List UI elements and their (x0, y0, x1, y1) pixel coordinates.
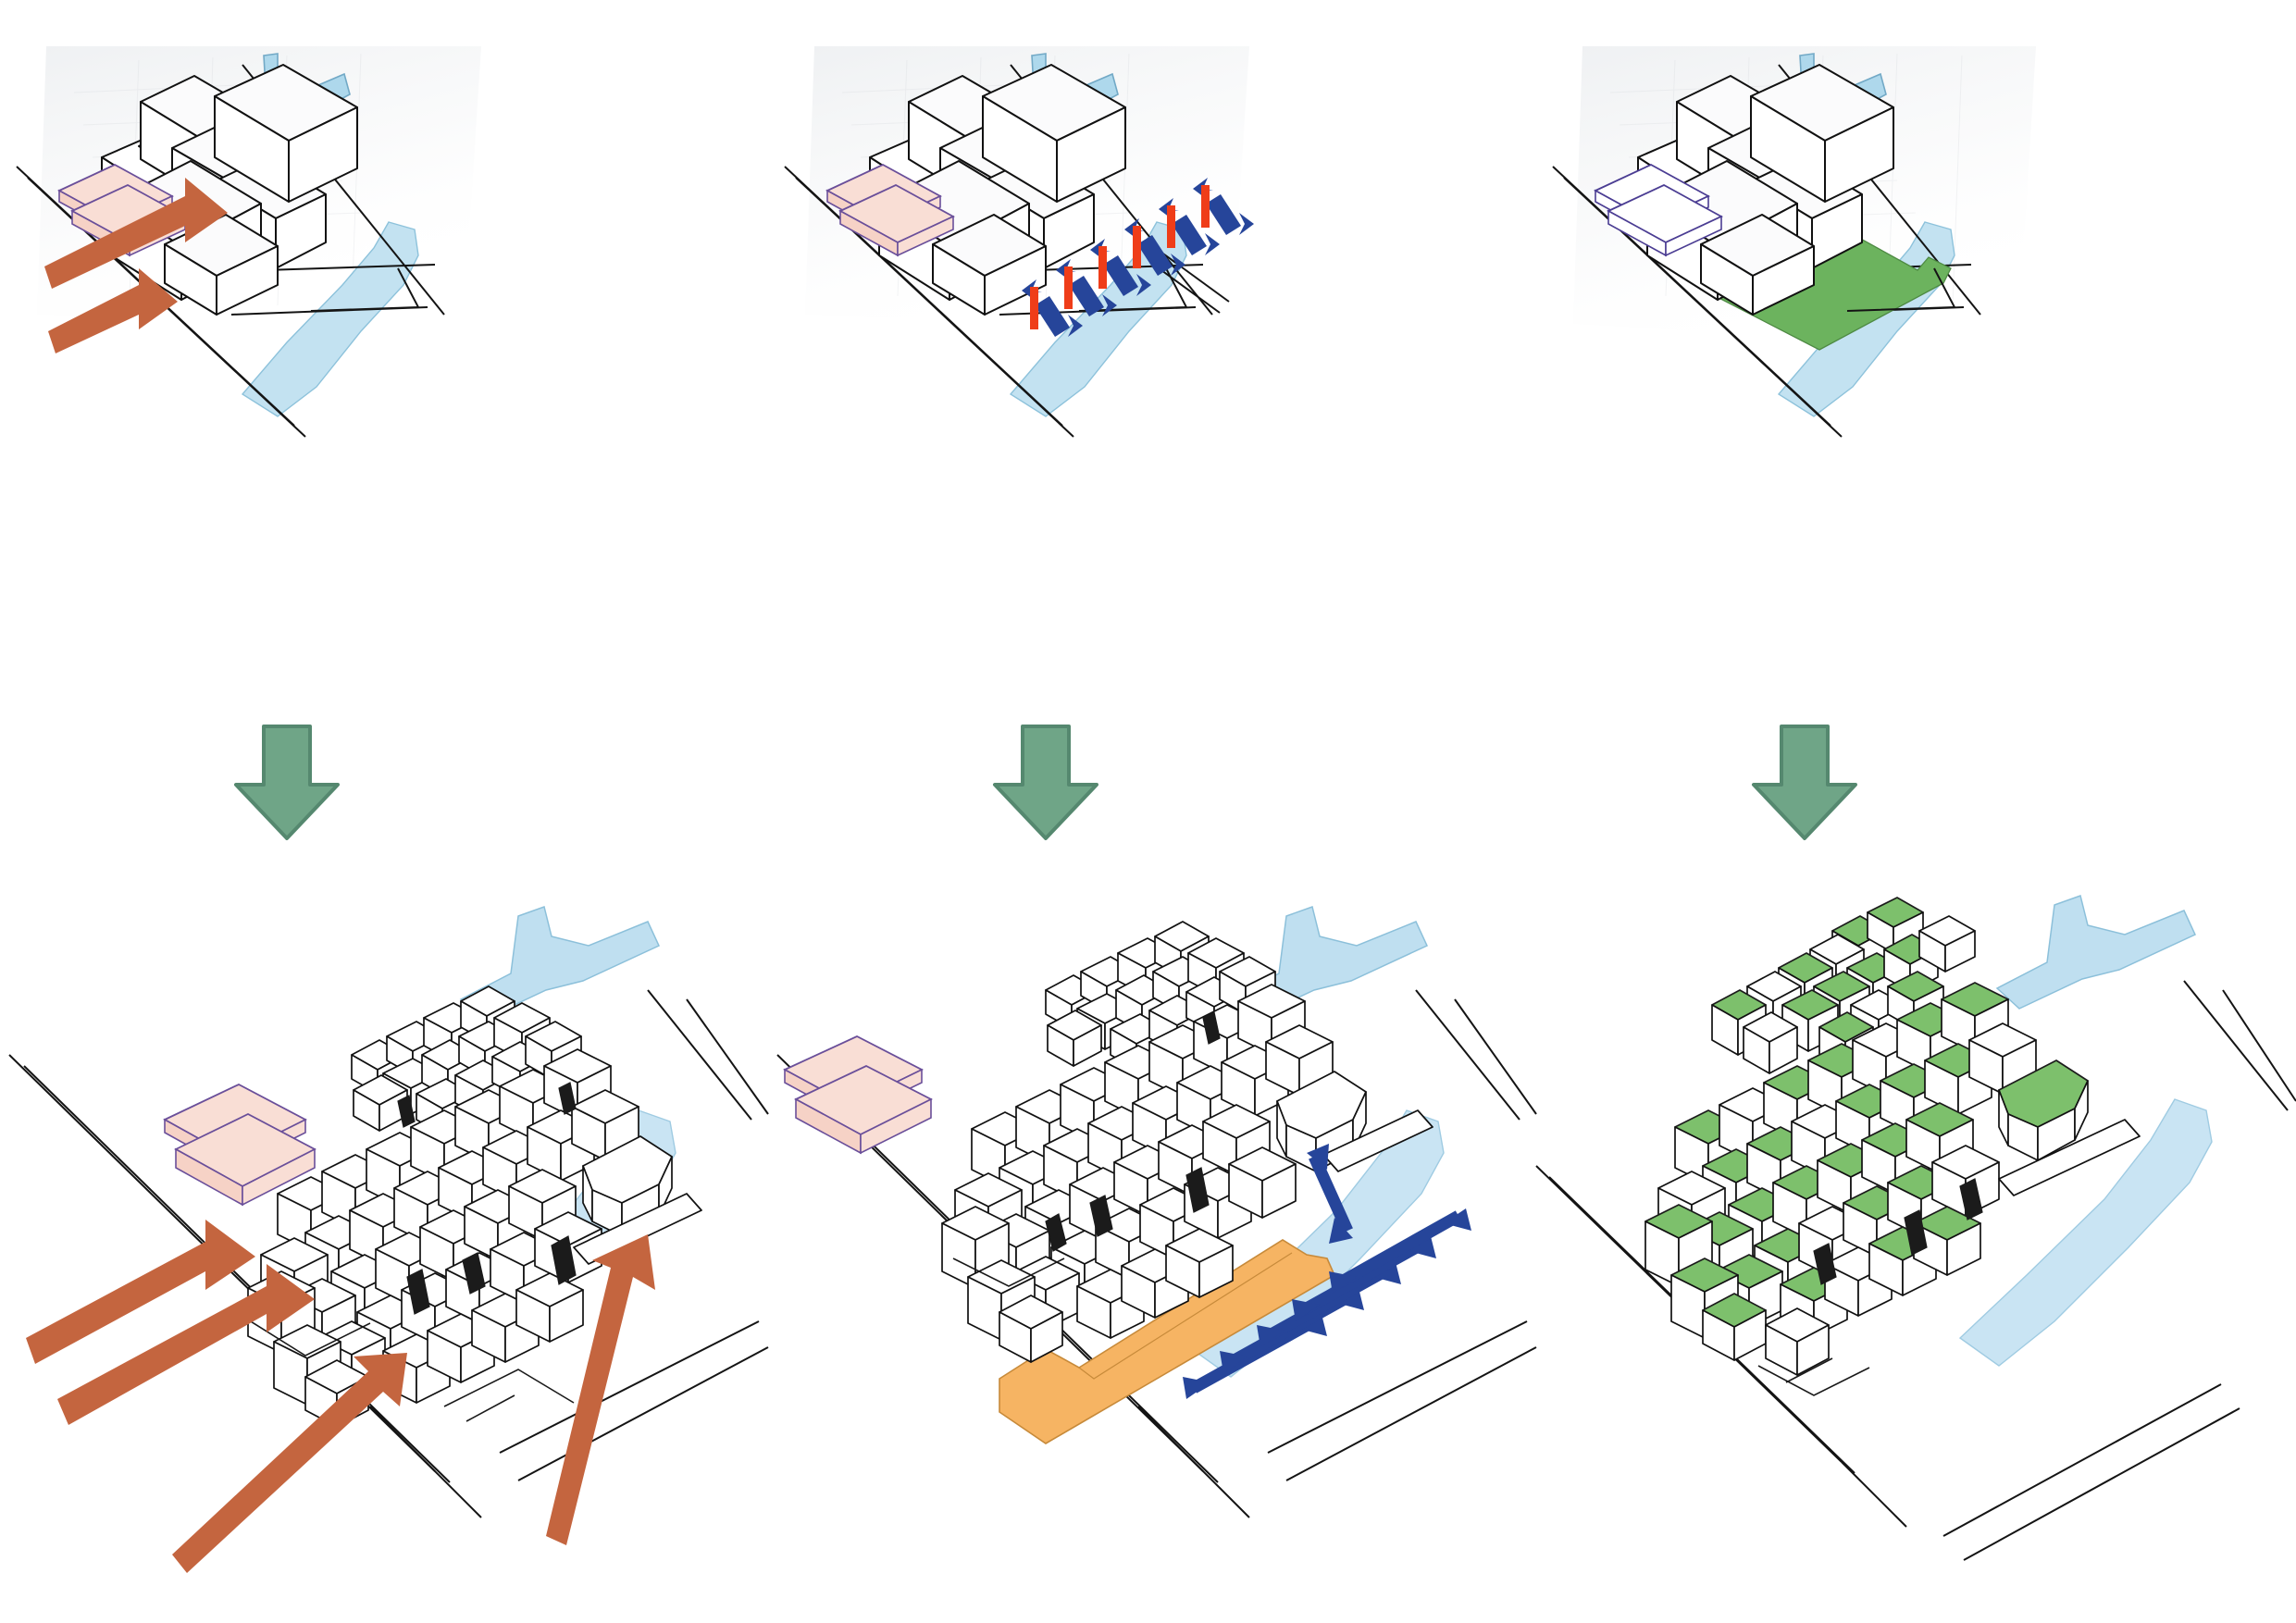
river-connection-arrows (1183, 1144, 1471, 1399)
barrier-marker (1022, 279, 1083, 337)
connection-arrow (1329, 1208, 1471, 1294)
connection-arrow (1307, 1144, 1353, 1244)
panel-top-right-green-edge (1536, 37, 2296, 500)
panel-bot-right-green-roofscape (1535, 888, 2296, 1619)
river-edge-barrier-markers (1022, 178, 1254, 337)
heritage-buildings-outline (1594, 163, 1723, 257)
connection-arrow (1292, 1236, 1436, 1321)
transition-arrow-column-2 (981, 722, 1111, 842)
barrier-marker (1090, 239, 1151, 296)
riverside-promenade (999, 1239, 1336, 1444)
heritage-buildings-pink (163, 1083, 316, 1207)
panel-top-mid-waterfront-barrier (768, 37, 1536, 500)
river-shape (1958, 895, 2213, 1367)
panel-bot-left-fine-grain-access (0, 888, 769, 1619)
transition-arrow-column-3 (1740, 722, 1869, 842)
massing-volumes (869, 64, 1126, 316)
panel-top-left-existing-massing (0, 37, 768, 500)
penetration-arrows (26, 1220, 655, 1573)
transition-arrow-column-1 (222, 722, 352, 842)
access-arrow-upper (44, 178, 228, 289)
heritage-buildings-pink (782, 1035, 933, 1155)
fine-grain-block-fabric-green-roofs (1644, 897, 2141, 1396)
site-roads-front (1846, 267, 1956, 312)
barrier-marker (1056, 259, 1117, 316)
barrier-marker (1193, 178, 1254, 235)
fine-grain-block-fabric (941, 921, 1433, 1363)
heritage-buildings-pink (825, 163, 955, 257)
panel-bot-mid-riverside-promenade (768, 888, 1537, 1619)
barrier-marker (1159, 198, 1220, 255)
barrier-marker (1124, 218, 1185, 276)
fine-grain-block-fabric (230, 985, 702, 1428)
access-arrow-lower (48, 268, 178, 353)
